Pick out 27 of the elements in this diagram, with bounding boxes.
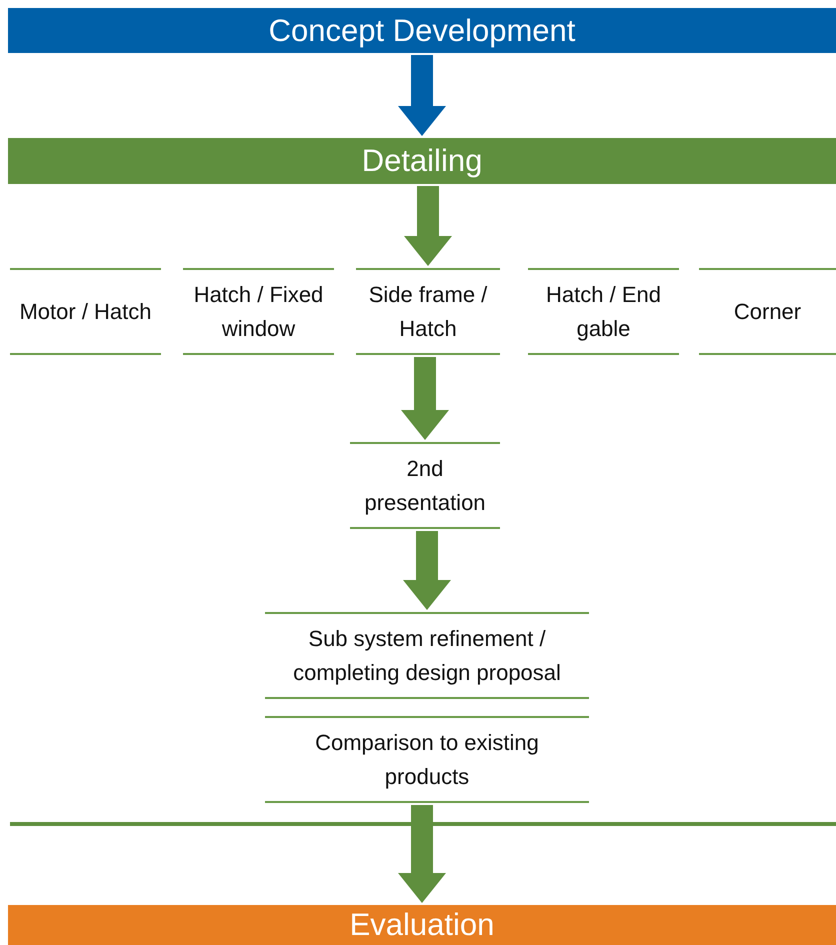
step-box bbox=[265, 716, 589, 803]
phase-title: Detailing bbox=[362, 143, 482, 179]
arrow bbox=[398, 805, 446, 903]
arrow bbox=[404, 186, 452, 266]
step-label: 2nd presentation bbox=[363, 454, 487, 517]
step-box bbox=[528, 268, 679, 355]
arrow bbox=[401, 357, 449, 440]
phase-title: Evaluation bbox=[350, 907, 494, 943]
arrow bbox=[398, 55, 446, 136]
phase-bar bbox=[8, 905, 836, 945]
phase-bar bbox=[8, 138, 836, 184]
step-label: Corner bbox=[734, 298, 802, 326]
step-label: Sub system refinement / completing design proposal bbox=[292, 624, 562, 687]
phase-bar bbox=[8, 8, 836, 53]
phase-title: Concept Development bbox=[268, 12, 576, 48]
step-label: Comparison to existing products bbox=[314, 728, 540, 791]
step-box bbox=[183, 268, 334, 355]
step-label: Motor / Hatch bbox=[19, 298, 152, 326]
step-label: Hatch / Fixed window bbox=[192, 280, 324, 342]
step-box bbox=[699, 268, 836, 355]
step-label: Side frame / Hatch bbox=[368, 280, 488, 342]
step-label: Hatch / End gable bbox=[545, 280, 662, 343]
step-box bbox=[356, 268, 500, 355]
step-box bbox=[350, 442, 500, 529]
step-box bbox=[10, 268, 161, 355]
arrow bbox=[403, 531, 451, 610]
step-box bbox=[265, 612, 589, 699]
